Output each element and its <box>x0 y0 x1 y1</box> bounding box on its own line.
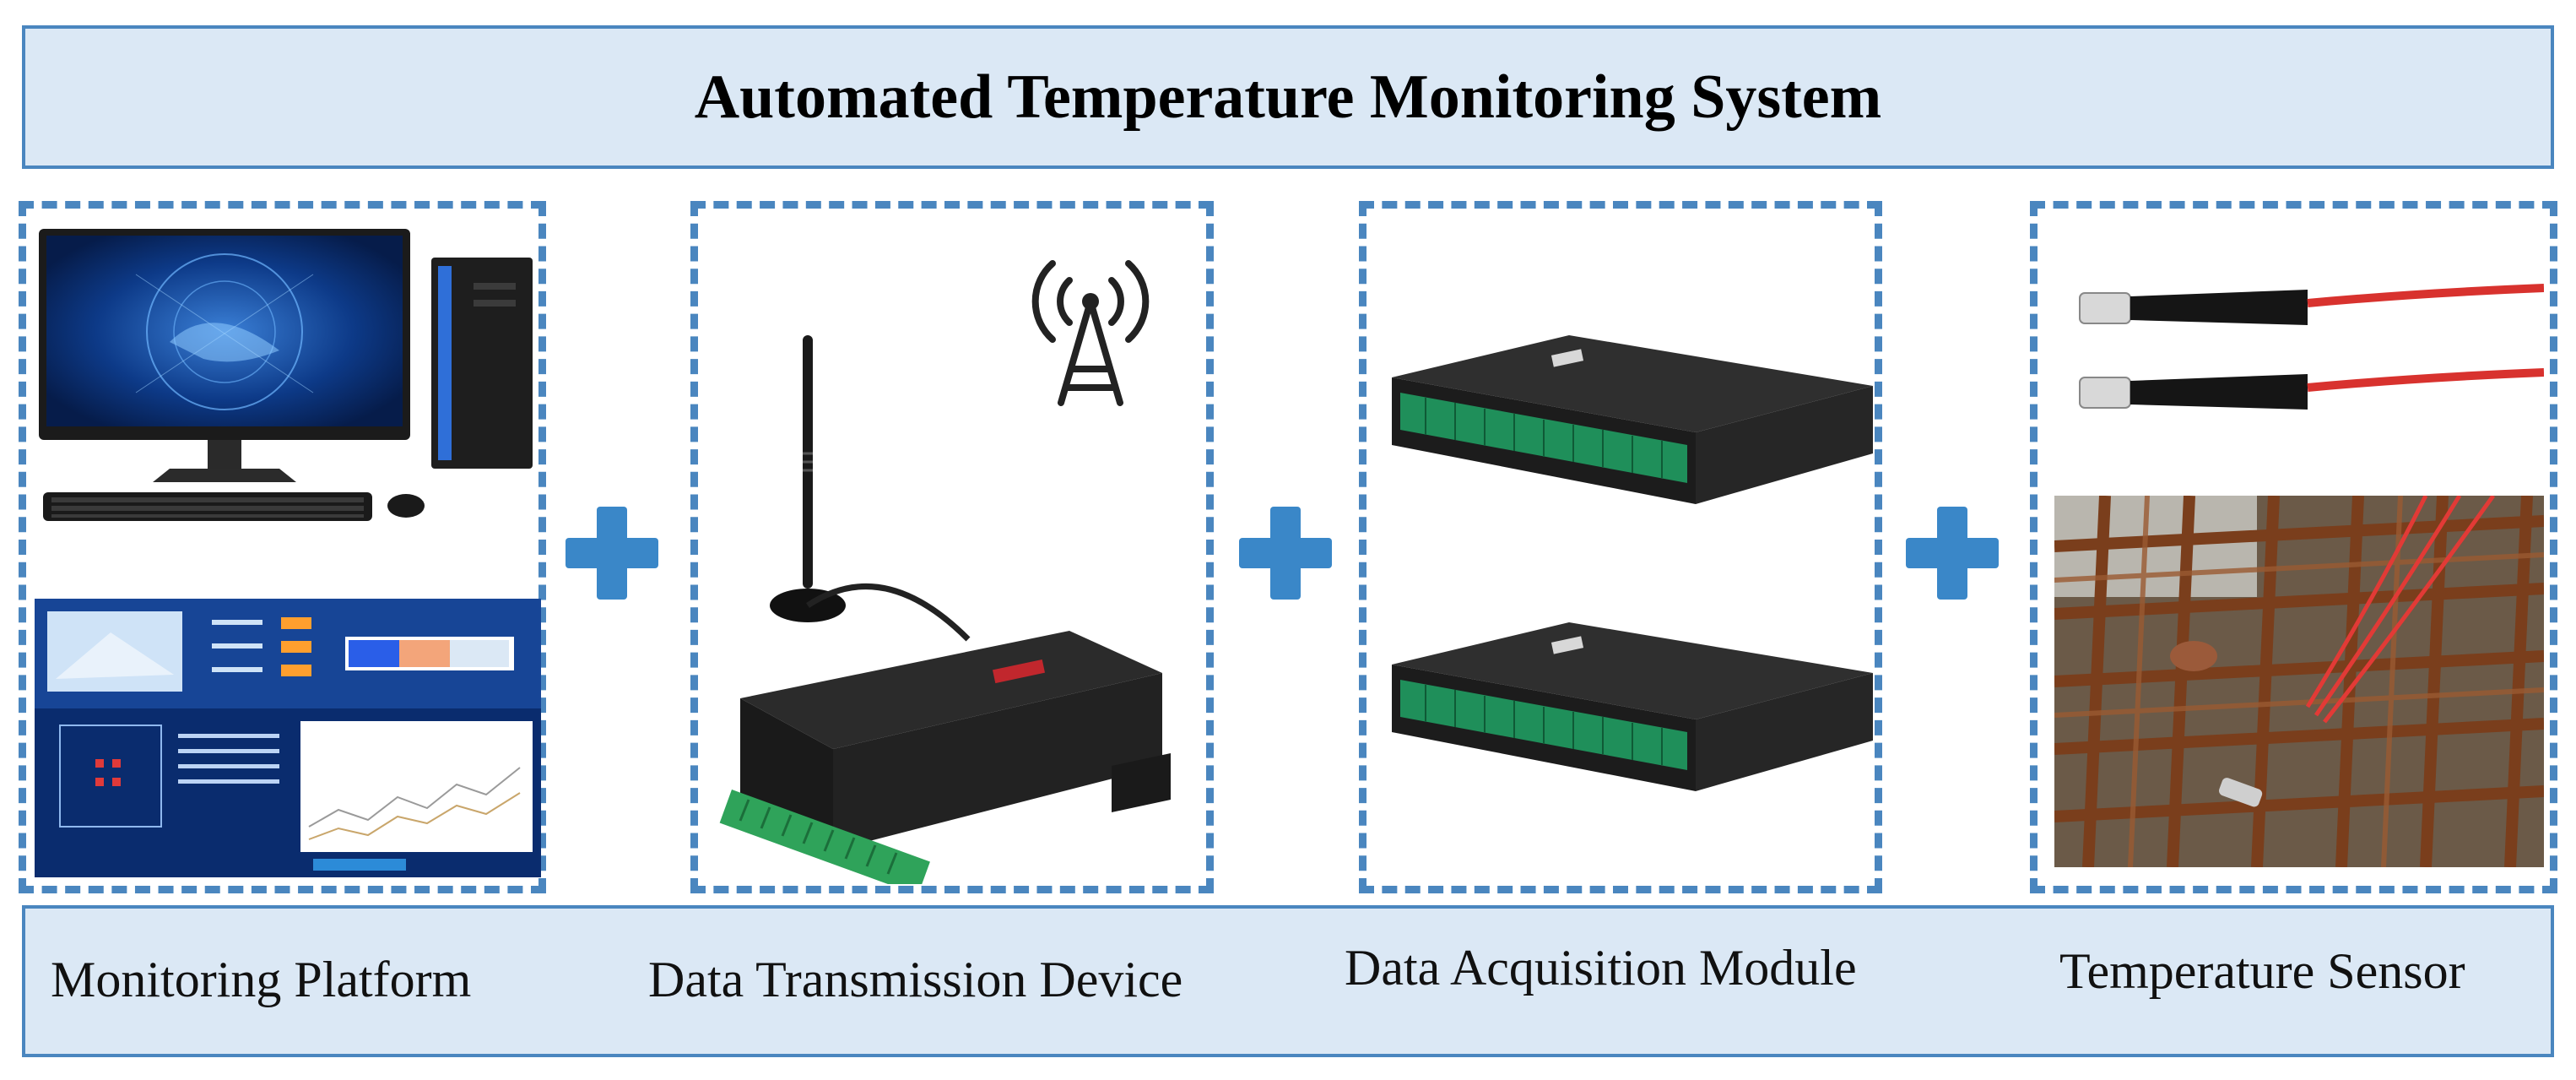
plus-icon-1 <box>566 507 658 600</box>
rebar-site-photo <box>2054 496 2544 867</box>
label-data-acquisition-module: Data Acquisition Module <box>1345 940 1857 996</box>
desktop-computer-icon <box>39 229 533 521</box>
panel-monitoring-platform <box>19 201 546 893</box>
panel-data-transmission-device <box>690 201 1214 893</box>
temperature-probe-icon <box>2079 284 2544 410</box>
acquisition-module-icon-2 <box>1392 622 1873 791</box>
title-banner: Automated Temperature Monitoring System <box>22 25 2554 169</box>
panel-data-acquisition-module <box>1359 201 1882 893</box>
panel-temperature-sensor <box>2030 201 2557 893</box>
label-temperature-sensor: Temperature Sensor <box>2059 943 2465 999</box>
acquisition-module-icon <box>1392 335 1873 504</box>
label-monitoring-platform: Monitoring Platform <box>51 952 472 1007</box>
wireless-router-icon <box>719 335 1171 884</box>
label-banner: Monitoring Platform Data Transmission De… <box>22 905 2554 1057</box>
label-data-transmission-device: Data Transmission Device <box>648 952 1183 1007</box>
plus-icon-3 <box>1906 507 1999 600</box>
signal-tower-icon <box>1031 260 1150 406</box>
diagram-title: Automated Temperature Monitoring System <box>694 62 1882 132</box>
dashboard-screen-icon <box>35 599 541 877</box>
plus-icon-2 <box>1239 507 1332 600</box>
